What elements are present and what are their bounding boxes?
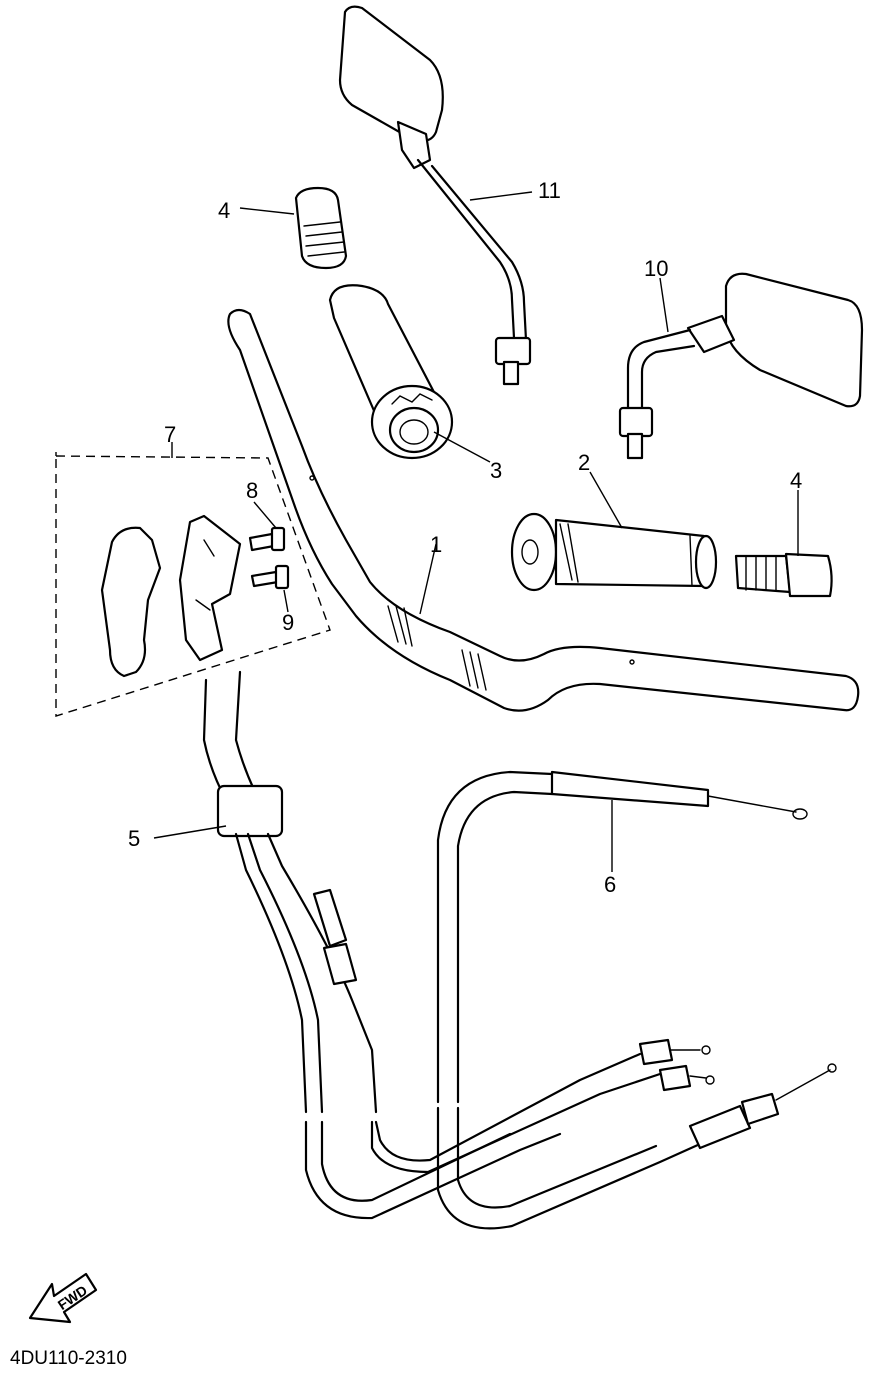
mirror-left (338, 5, 532, 386)
callout-9: 9 (282, 610, 294, 635)
screw-8 (248, 526, 286, 552)
callout-10: 10 (644, 256, 668, 281)
callout-2: 2 (578, 450, 590, 475)
callout-4-upper: 4 (218, 198, 230, 223)
screw-9 (250, 564, 290, 590)
grip-right-throttle (328, 284, 454, 460)
callout-1: 1 (430, 532, 442, 557)
diagram-code: 4DU110-2310 (10, 1348, 127, 1369)
grip-left (510, 512, 718, 592)
leader-lines (55, 191, 799, 872)
callout-3: 3 (490, 458, 502, 483)
handlebar (227, 308, 860, 712)
bar-end-weight-right (734, 552, 833, 598)
callout-7: 7 (164, 422, 176, 447)
mirror-right (618, 272, 864, 460)
callout-11: 11 (538, 178, 561, 203)
throttle-cable-assembly (202, 670, 715, 1220)
callout-5: 5 (128, 826, 140, 851)
callout-6: 6 (604, 872, 616, 897)
switch-housing-assembly (55, 455, 331, 717)
clutch-cable (436, 770, 837, 1230)
callout-8: 8 (246, 478, 258, 503)
bar-end-weight-upper (294, 186, 348, 270)
callout-4-right: 4 (790, 468, 802, 493)
fwd-arrow-icon: FWD (28, 1272, 98, 1324)
